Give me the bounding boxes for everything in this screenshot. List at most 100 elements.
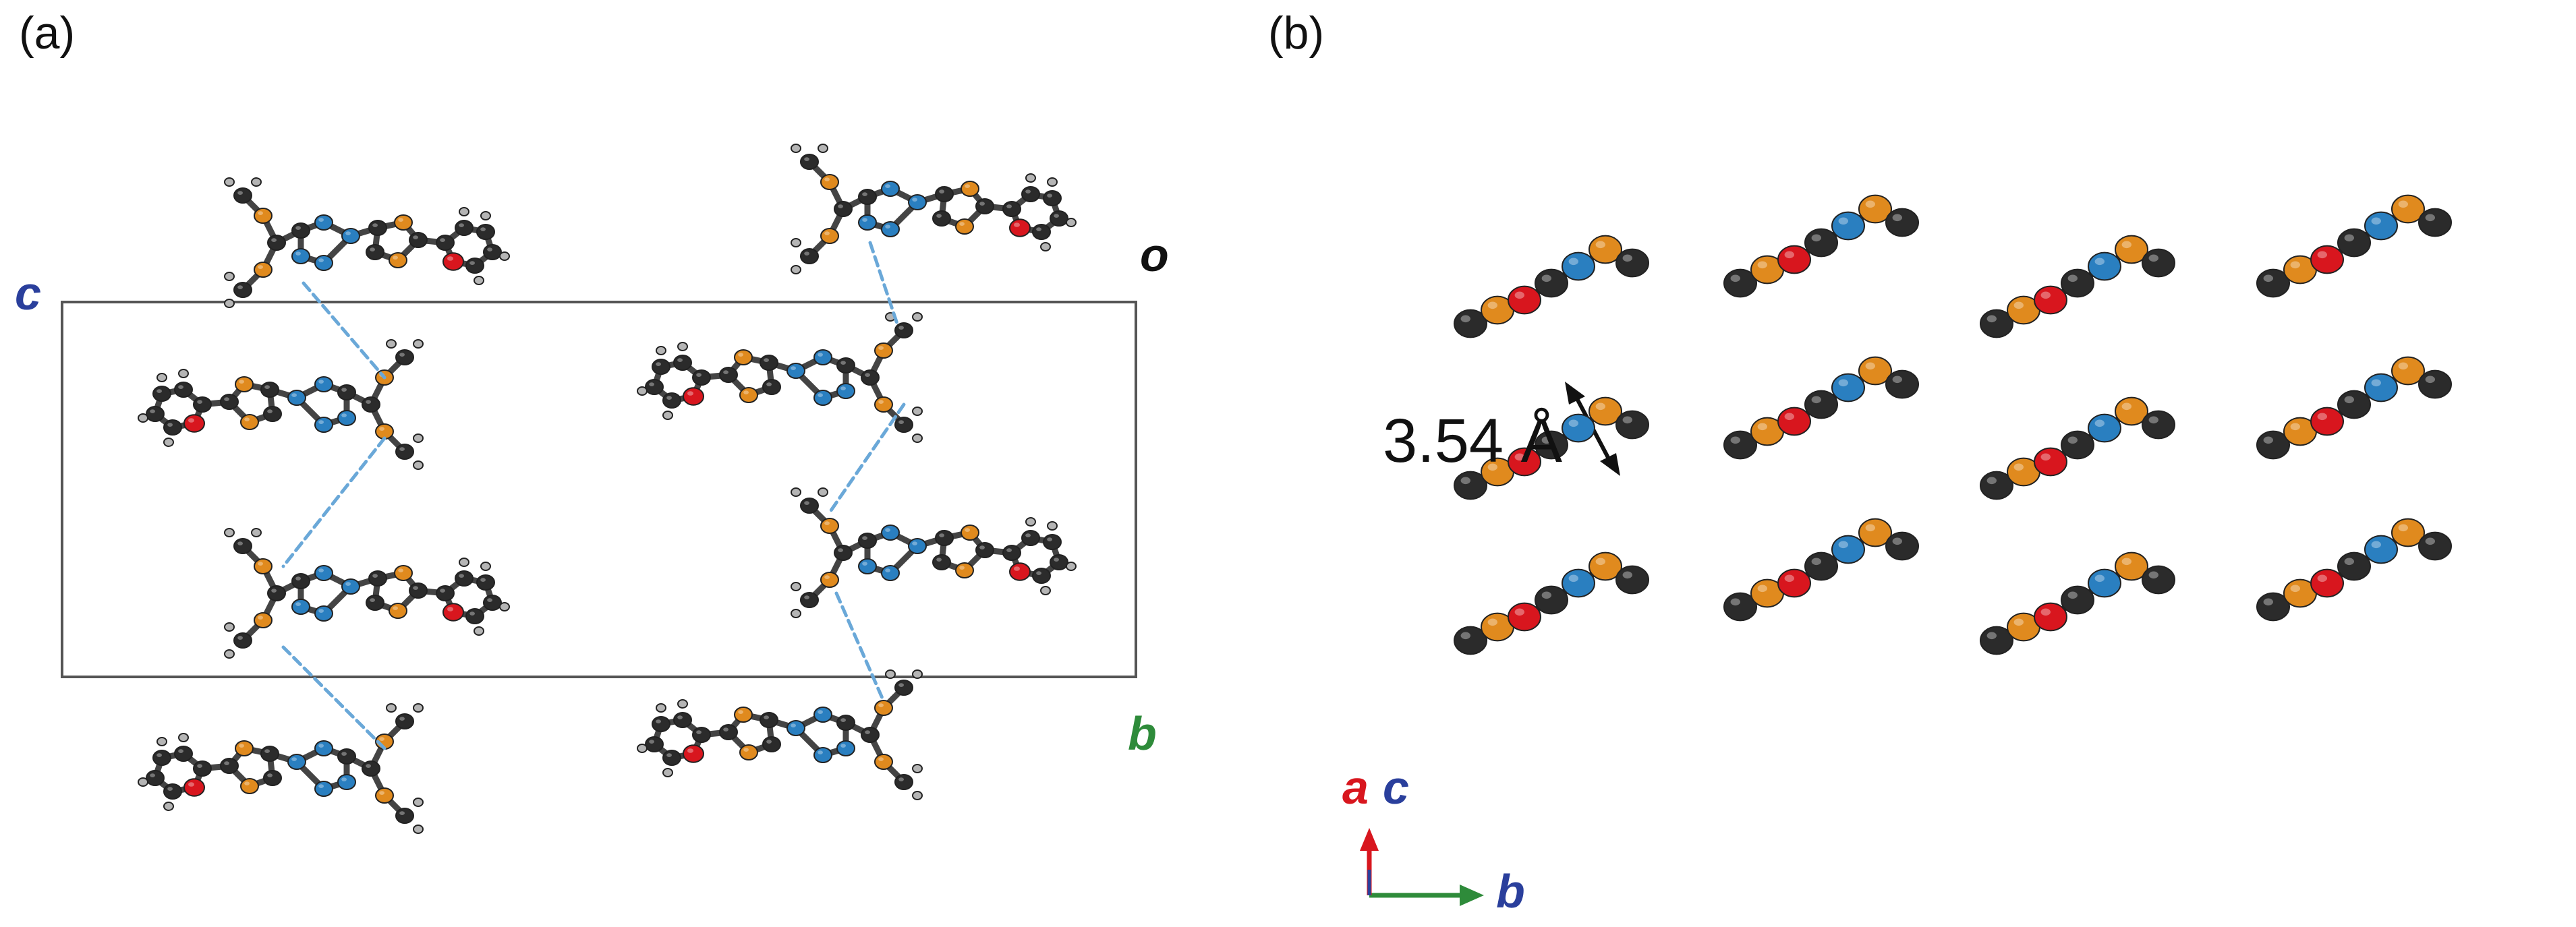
hydrogen-atom	[1025, 517, 1036, 527]
carbon-atom	[1885, 208, 1919, 237]
atom-highlight	[341, 752, 347, 756]
carbon-atom	[894, 773, 913, 791]
atom-highlight	[341, 777, 347, 781]
nitrogen-atom	[1562, 568, 1595, 598]
atom-highlight	[965, 184, 970, 188]
carbon-atom	[476, 574, 495, 591]
atom-highlight	[1025, 189, 1031, 193]
nitrogen-atom	[314, 605, 333, 622]
oxygen-atom	[1508, 447, 1541, 477]
atom-highlight	[318, 784, 324, 788]
carbon-atom	[894, 416, 913, 433]
atom-highlight	[2317, 574, 2327, 582]
nitrogen-atom	[2088, 568, 2121, 598]
carbon-atom	[368, 570, 387, 587]
sulfur-atom	[874, 699, 893, 717]
sulfur-atom	[874, 342, 893, 359]
bond	[868, 241, 899, 326]
atom-highlight	[2371, 217, 2381, 225]
atom-highlight	[1757, 261, 1767, 269]
sulfur-atom	[394, 564, 413, 582]
atom-highlight	[766, 382, 772, 386]
oxygen-atom	[1777, 407, 1811, 436]
carbon-atom	[395, 349, 414, 366]
atom-highlight	[469, 261, 475, 265]
carbon-atom	[436, 585, 455, 602]
carbon-atom	[662, 392, 681, 409]
carbon-atom	[760, 711, 778, 729]
carbon-atom	[146, 405, 165, 423]
atom-highlight	[167, 787, 173, 791]
sulfur-atom	[2391, 194, 2425, 224]
carbon-atom	[1980, 471, 2013, 500]
atom-highlight	[2094, 258, 2105, 266]
atom-highlight	[1811, 396, 1821, 404]
hydrogen-atom	[1040, 242, 1051, 251]
carbon-atom	[362, 396, 380, 413]
atom-highlight	[267, 409, 273, 413]
atom-highlight	[244, 417, 250, 421]
atom-highlight	[318, 568, 324, 572]
hydrogen-atom	[912, 764, 923, 773]
carbon-atom	[267, 234, 286, 251]
sulfur-atom	[961, 524, 979, 541]
hydrogen-atom	[637, 744, 648, 753]
hydrogen-atom	[459, 207, 469, 216]
hydrogen-atom	[459, 558, 469, 567]
atom-highlight	[447, 256, 453, 261]
hydrogen-atom	[912, 312, 923, 322]
carbon-atom	[800, 497, 819, 514]
atom-highlight	[1460, 477, 1470, 485]
atom-highlight	[341, 388, 347, 392]
atom-highlight	[1014, 222, 1020, 227]
atom-highlight	[804, 157, 809, 161]
atom-highlight	[865, 730, 870, 734]
hydrogen-atom	[474, 276, 484, 285]
atom-highlight	[1514, 291, 1524, 299]
atom-highlight	[1514, 608, 1524, 616]
oxygen-atom	[2310, 407, 2344, 436]
carbon-atom	[2418, 208, 2452, 237]
atom-highlight	[1784, 251, 1794, 259]
carbon-atom	[1885, 369, 1919, 399]
atom-highlight	[1460, 315, 1470, 323]
atom-highlight	[1730, 274, 1740, 282]
atom-highlight	[1595, 241, 1605, 249]
atom-highlight	[2398, 200, 2408, 208]
distance-arrowhead-top	[1565, 382, 1585, 405]
atom-highlight	[2371, 379, 2381, 387]
atom-highlight	[318, 380, 324, 384]
carbon-atom	[673, 354, 692, 371]
carbon-atom	[1021, 185, 1040, 203]
atom-highlight	[399, 447, 405, 451]
atom-highlight	[2371, 541, 2381, 549]
atom-highlight	[2344, 396, 2354, 404]
sulfur-atom	[389, 602, 407, 620]
distance-arrowhead-bottom	[1600, 453, 1620, 476]
bond	[281, 645, 387, 750]
atom-highlight	[2040, 453, 2051, 461]
atom-highlight	[2317, 251, 2327, 259]
panel-a: (a) c b o	[0, 0, 1282, 927]
atom-highlight	[677, 715, 683, 719]
carbon-atom	[1002, 200, 1021, 218]
atom-highlight	[239, 744, 244, 748]
sulfur-atom	[961, 180, 979, 198]
hydrogen-atom	[912, 433, 923, 443]
atom-highlight	[862, 192, 867, 196]
carbon-atom	[1032, 567, 1051, 585]
atom-highlight	[898, 683, 904, 687]
sulfur-atom	[820, 227, 839, 245]
oxygen-atom	[183, 414, 205, 433]
atom-highlight	[818, 750, 823, 754]
atom-highlight	[2040, 608, 2051, 616]
sulfur-atom	[254, 261, 273, 278]
carbon-atom	[834, 200, 853, 218]
atom-highlight	[271, 238, 277, 242]
atom-highlight	[959, 222, 965, 226]
atom-highlight	[824, 231, 830, 235]
atom-highlight	[150, 409, 156, 413]
oxygen-atom	[442, 603, 464, 622]
hydrogen-atom	[912, 407, 923, 416]
carbon-atom	[395, 713, 414, 730]
